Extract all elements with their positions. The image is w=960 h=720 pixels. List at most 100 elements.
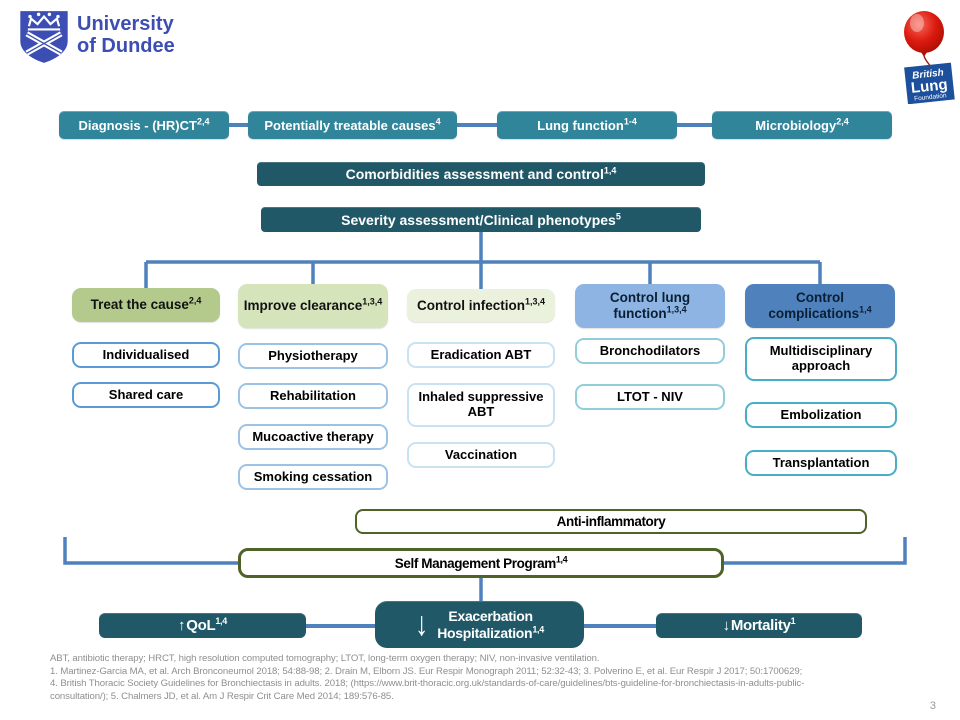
bar-comorbidities: Comorbidities assessment and control1,4 xyxy=(257,162,705,186)
item-label: Physiotherapy xyxy=(268,347,358,363)
item-label: Inhaled suppressive ABT xyxy=(418,389,544,419)
item-label: Individualised xyxy=(102,346,190,362)
label-sup: 1,4 xyxy=(555,554,568,564)
label-sup: 1,3,4 xyxy=(666,304,687,315)
item-label: Transplantation xyxy=(772,454,870,470)
label-sup: 1,3,4 xyxy=(524,296,546,307)
label-text: Severity assessment/Clinical phenotypes xyxy=(341,211,616,228)
label-line2: Hospitalization xyxy=(437,624,533,641)
header-improve-clearance: Improve clearance1,3,4 xyxy=(238,284,388,328)
label-text: Lung function xyxy=(537,117,624,133)
footnotes: ABT, antibiotic therapy; HRCT, high reso… xyxy=(50,653,930,704)
item-shared-care: Shared care xyxy=(72,382,220,408)
label-sup: 1,4 xyxy=(859,304,872,315)
label-text: Diagnosis - (HR)CT xyxy=(78,117,197,133)
item-physiotherapy: Physiotherapy xyxy=(238,343,388,369)
university-line1: University xyxy=(77,13,174,35)
item-label: LTOT - NIV xyxy=(617,388,683,404)
university-line2: of Dundee xyxy=(77,35,175,58)
label-text: QoL xyxy=(186,617,216,634)
blf-text-lung: Lung xyxy=(910,76,948,97)
label-sup: 5 xyxy=(615,210,621,221)
down-arrow-icon: ↓ xyxy=(722,617,731,634)
box-anti-inflammatory: Anti-inflammatory xyxy=(355,509,867,534)
label-sup: 2,4 xyxy=(196,116,210,127)
label-sup: 1,3,4 xyxy=(362,296,383,307)
blf-text-british: British xyxy=(912,67,945,81)
item-label: Vaccination xyxy=(444,446,518,462)
box-label: Anti-inflammatory xyxy=(557,514,666,529)
item-label: Eradication ABT xyxy=(430,346,532,362)
label-text: Mortality xyxy=(730,617,791,634)
header-label: Improve clearance1,3,4 xyxy=(243,296,383,314)
label-text: Self Management Program xyxy=(394,555,556,571)
node-lung-function: Lung function1-4 xyxy=(497,111,677,139)
blf-tag: British Lung Foundation xyxy=(904,62,955,104)
label-text: Anti-inflammatory xyxy=(556,514,666,529)
item-transplantation: Transplantation xyxy=(745,450,897,476)
item-inhaled-suppressive-abt: Inhaled suppressive ABT xyxy=(407,383,555,427)
label-sup: 2,4 xyxy=(836,116,849,127)
label-text: Control complications xyxy=(768,290,860,321)
label-sup: 2,4 xyxy=(188,295,202,306)
footnote-ref-3: consultation/); 5. Chalmers JD, et al. A… xyxy=(50,690,394,702)
footnote-ref-2: 4. British Thoracic Society Guidelines f… xyxy=(50,678,805,690)
label-text: Microbiology xyxy=(755,117,837,133)
footnote-abbreviations: ABT, antibiotic therapy; HRCT, high reso… xyxy=(50,653,600,664)
node-label: Microbiology2,4 xyxy=(755,116,849,133)
label-text: Control infection xyxy=(416,297,525,313)
up-arrow-icon: ↑ xyxy=(178,617,186,634)
header-control-complications: Control complications1,4 xyxy=(745,284,895,328)
label-sup: 4 xyxy=(435,116,441,127)
item-label: Rehabilitation xyxy=(270,387,356,403)
item-eradication-abt: Eradication ABT xyxy=(407,342,555,368)
bar-severity-assessment: Severity assessment/Clinical phenotypes5 xyxy=(261,207,701,232)
item-mucoactive-therapy: Mucoactive therapy xyxy=(238,424,388,450)
box-self-management-program: Self Management Program1,4 xyxy=(238,548,724,578)
header-control-lung-function: Control lung function1,3,4 xyxy=(575,284,725,328)
node-label: Lung function1-4 xyxy=(537,116,637,133)
outcome-mortality: ↓Mortality1 xyxy=(656,613,862,638)
page-number: 3 xyxy=(929,700,936,712)
label-sup: 1,4 xyxy=(215,616,227,626)
bar-label: Comorbidities assessment and control1,4 xyxy=(346,166,617,182)
outcome-label: ↑QoL1,4 xyxy=(178,616,227,635)
label-text: Comorbidities assessment and control xyxy=(345,166,604,182)
british-lung-foundation-logo: British Lung Foundation xyxy=(904,11,955,104)
box-label: Self Management Program1,4 xyxy=(394,554,568,571)
bar-label: Severity assessment/Clinical phenotypes5 xyxy=(341,210,621,228)
header-label: Treat the cause2,4 xyxy=(90,295,202,313)
item-rehabilitation: Rehabilitation xyxy=(238,383,388,409)
label-sup: 1,4 xyxy=(532,623,544,634)
university-of-dundee-shield-icon xyxy=(20,11,68,63)
header-control-infection: Control infection1,3,4 xyxy=(407,289,555,322)
label-text: Potentially treatable causes xyxy=(264,117,436,133)
blf-text-foundation: Foundation xyxy=(914,92,947,102)
label-text: Treat the cause xyxy=(90,297,189,313)
label-sup: 1 xyxy=(790,616,796,626)
label-text: Improve clearance xyxy=(243,298,363,314)
node-microbiology: Microbiology2,4 xyxy=(712,111,892,139)
label-sup: 1,4 xyxy=(603,165,617,176)
header-label: Control lung function1,3,4 xyxy=(575,290,725,321)
header-label: Control complications1,4 xyxy=(745,290,895,321)
outcome-label: ↓Mortality1 xyxy=(722,616,796,635)
university-of-dundee-wordmark: University of Dundee xyxy=(77,13,175,58)
item-vaccination: Vaccination xyxy=(407,442,555,468)
item-label: Smoking cessation xyxy=(253,468,373,484)
label-text: Control lung function xyxy=(609,290,691,321)
label-sup: 1-4 xyxy=(623,116,637,127)
item-individualised: Individualised xyxy=(72,342,220,368)
item-label: Bronchodilators xyxy=(599,342,701,358)
outcome-qol: ↑QoL1,4 xyxy=(99,613,306,638)
header-label: Control infection1,3,4 xyxy=(416,296,546,314)
node-treatable-causes: Potentially treatable causes4 xyxy=(248,111,457,139)
item-embolization: Embolization xyxy=(745,402,897,428)
node-label: Diagnosis - (HR)CT2,4 xyxy=(78,116,210,133)
item-label: Embolization xyxy=(780,406,862,422)
item-bronchodilators: Bronchodilators xyxy=(575,338,725,364)
node-diagnosis-hrct: Diagnosis - (HR)CT2,4 xyxy=(59,111,229,139)
label-line1: Exacerbation xyxy=(448,607,533,624)
